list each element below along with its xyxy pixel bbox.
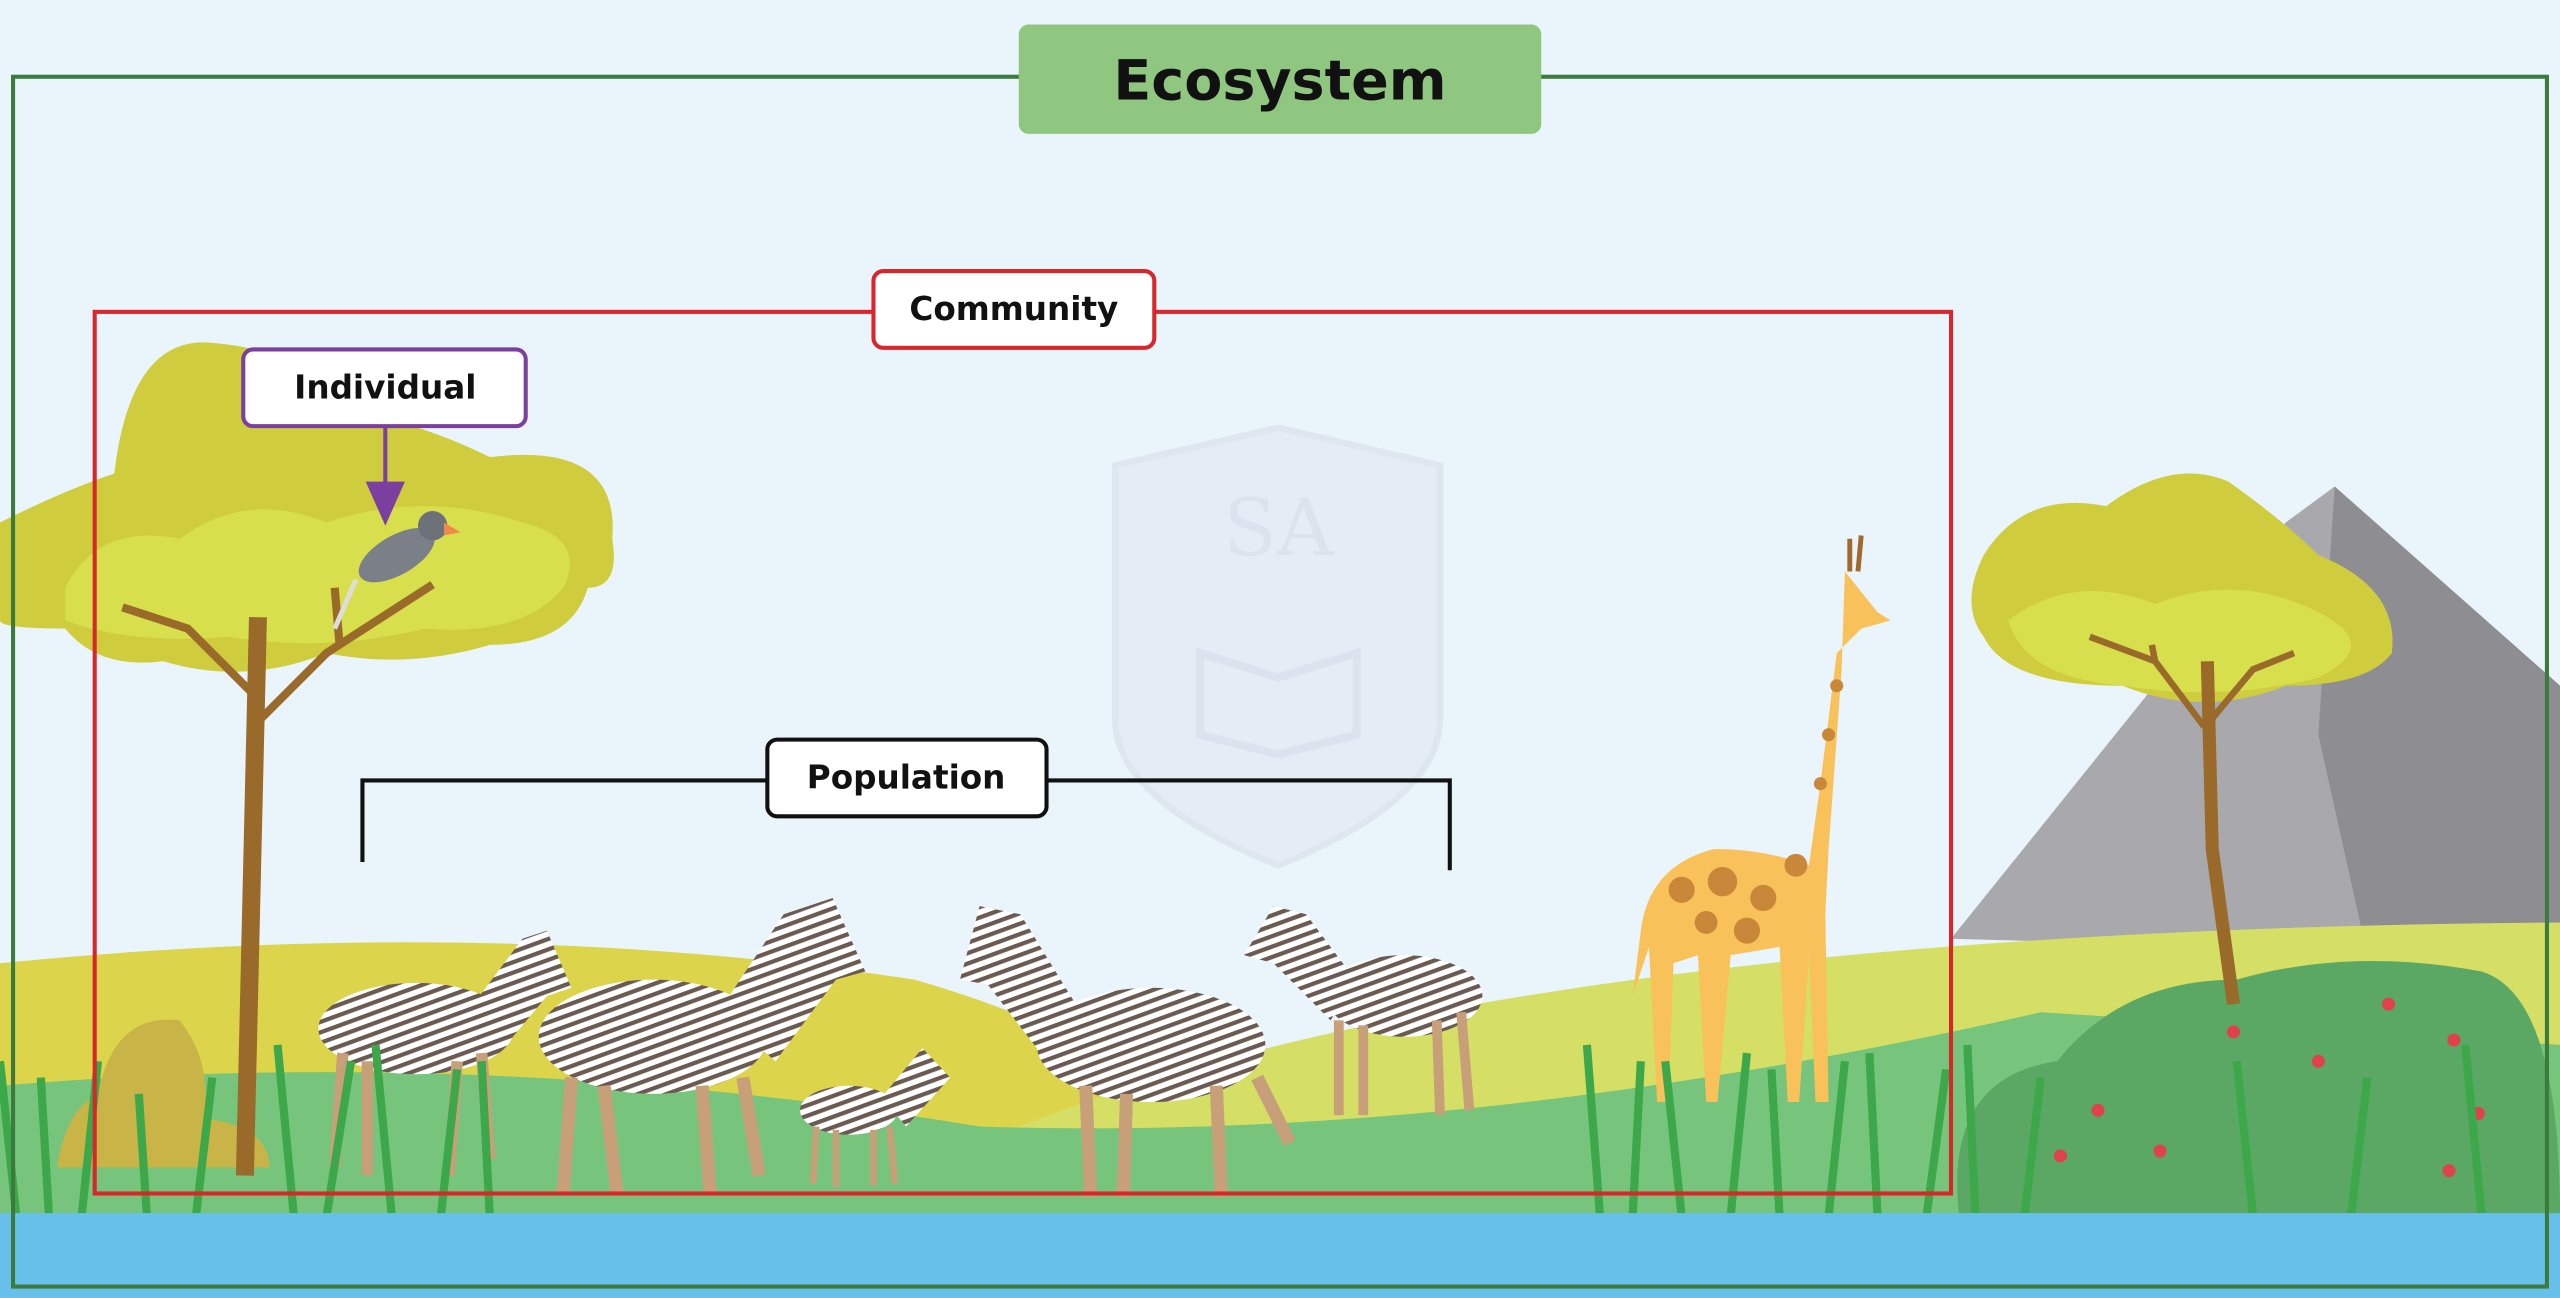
individual-arrow — [365, 426, 405, 526]
water — [0, 1213, 2560, 1298]
zebra-3 — [960, 906, 1296, 1198]
population-label: Population — [807, 759, 1006, 797]
population-label-box: Population — [765, 737, 1049, 819]
rock — [57, 1019, 270, 1168]
grass — [0, 1044, 2486, 1217]
zebra-2 — [538, 897, 866, 1196]
zebra-foal — [800, 1048, 951, 1187]
zebra-4 — [1244, 906, 1483, 1116]
ecosystem-title: Ecosystem — [1113, 49, 1446, 114]
right-tree — [1971, 473, 2393, 1005]
berry-bush — [1957, 960, 2560, 1217]
bird-individual — [332, 511, 461, 630]
left-tree — [0, 342, 614, 1176]
green-meadow — [0, 1012, 2560, 1217]
individual-label-box: Individual — [241, 347, 528, 429]
individual-label: Individual — [294, 368, 476, 406]
watermark-shield: SA — [1111, 424, 1444, 869]
population-bracket — [360, 778, 1452, 871]
zebra-1 — [318, 930, 572, 1176]
giraffe — [1632, 535, 1891, 1103]
watermark-text: SA — [1223, 483, 1335, 574]
ecosystem-title-box: Ecosystem — [1018, 24, 1542, 134]
community-label-box: Community — [871, 269, 1157, 350]
community-label: Community — [909, 290, 1118, 328]
